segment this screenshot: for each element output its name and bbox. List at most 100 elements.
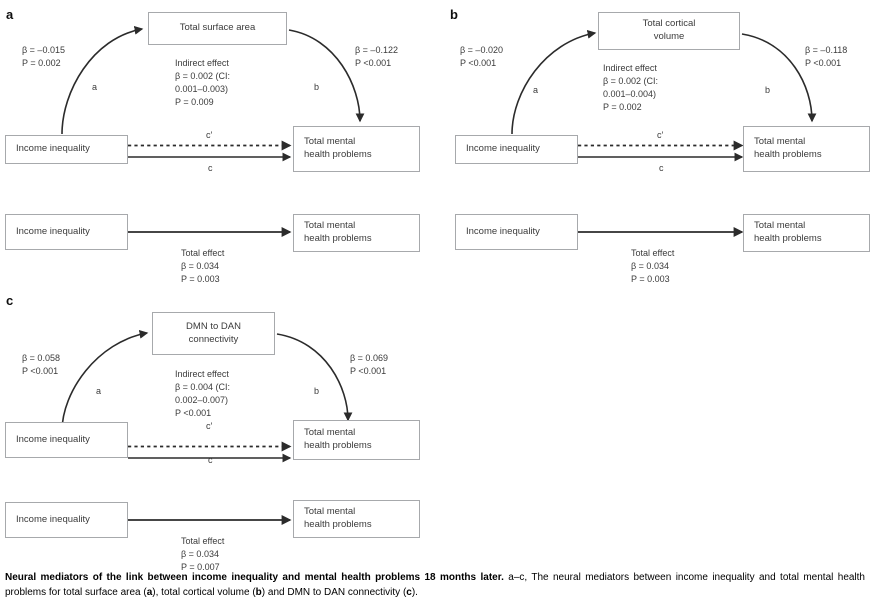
- figure-caption: Neural mediators of the link between inc…: [5, 571, 865, 600]
- panel-c-indirect-effect: Indirect effect β = 0.004 (CI: 0.002–0.007…: [175, 368, 290, 420]
- panel-c-lower-outcome-label: Total mental health problems: [304, 506, 372, 530]
- panel-b: b Total cortical volume Income inequalit…: [435, 0, 870, 290]
- panel-b-path-a-beta: β = –0.020: [460, 45, 503, 55]
- panel-a-indirect-effect: Indirect effect β = 0.002 (CI: 0.001–0.003…: [175, 57, 290, 109]
- panel-c-path-a-stats: β = 0.058 P <0.001: [22, 352, 102, 378]
- panel-b-path-a-label: a: [533, 85, 539, 95]
- panel-b-path-c-label: c: [659, 163, 664, 173]
- panel-b-total-title: Total effect: [631, 248, 675, 258]
- panel-c-indirect-beta-2: 0.002–0.007): [175, 395, 229, 406]
- panel-a-total-effect-stats: Total effect β = 0.034 P = 0.003: [181, 247, 291, 286]
- panel-b-indirect-effect: Indirect effect β = 0.002 (CI: 0.001–0.004…: [603, 62, 721, 114]
- panel-c-indirect-beta-1: β = 0.004 (CI:: [175, 382, 230, 393]
- panel-b-path-b-stats: β = –0.118 P <0.001: [805, 44, 870, 70]
- panel-a-mediator-box: Total surface area: [148, 12, 287, 45]
- panel-c: c DMN to DAN connectivity Income inequal…: [0, 290, 435, 572]
- panel-c-total-p: P = 0.007: [181, 562, 220, 573]
- panel-a-predictor-label: Income inequality: [16, 143, 90, 155]
- panel-c-predictor-label: Income inequality: [16, 433, 90, 445]
- panel-c-path-a-beta: β = 0.058: [22, 353, 60, 363]
- caption-bold-lead: Neural mediators of the link between inc…: [5, 572, 504, 583]
- panel-c-total-beta: β = 0.034: [181, 549, 219, 560]
- panel-b-total-effect-stats: Total effect β = 0.034 P = 0.003: [631, 247, 741, 286]
- panel-a-total-title: Total effect: [181, 248, 225, 258]
- panel-b-predictor-label: Income inequality: [466, 143, 540, 155]
- panel-b-indirect-p: P = 0.002: [603, 102, 642, 113]
- panel-a-path-c-label: c: [208, 163, 213, 173]
- caption-text-2: ), total cortical volume (: [152, 586, 256, 598]
- panel-a-mediator-label: Total surface area: [179, 22, 256, 34]
- panel-c-path-c-label: c: [208, 455, 213, 465]
- panel-a-path-a-p: P = 0.002: [22, 58, 61, 69]
- panel-a-outcome-box: Total mental health problems: [293, 126, 420, 172]
- panel-a-path-b-beta: β = –0.122: [355, 45, 398, 55]
- panel-c-lower-predictor-box: Income inequality: [5, 502, 128, 538]
- panel-b-path-b-label: b: [765, 85, 771, 95]
- panel-a-lower-outcome-label: Total mental health problems: [304, 220, 372, 244]
- panel-a-outcome-label: Total mental health problems: [304, 136, 372, 160]
- panel-a: a Total surface area Income inequality T…: [0, 0, 435, 290]
- panel-c-path-b-label: b: [314, 386, 320, 396]
- panel-c-lower-outcome-box: Total mental health problems: [293, 500, 420, 538]
- panel-b-indirect-beta-1: β = 0.002 (CI:: [603, 76, 658, 87]
- panel-b-path-a-stats: β = –0.020 P <0.001: [460, 44, 545, 70]
- panel-c-path-b-p: P <0.001: [350, 366, 387, 377]
- panel-a-path-b-label: b: [314, 82, 320, 92]
- panel-a-path-a-stats: β = –0.015 P = 0.002: [22, 44, 102, 70]
- caption-ref-c: c: [406, 586, 412, 598]
- panel-c-path-a-label: a: [96, 386, 102, 396]
- panel-b-indirect-beta-2: 0.001–0.004): [603, 89, 657, 100]
- panel-a-lower-outcome-box: Total mental health problems: [293, 214, 420, 252]
- panel-c-path-b-beta: β = 0.069: [350, 353, 388, 363]
- panel-a-indirect-beta-1: β = 0.002 (CI:: [175, 71, 230, 82]
- panel-c-outcome-label: Total mental health problems: [304, 427, 372, 451]
- panel-a-path-a-beta: β = –0.015: [22, 45, 65, 55]
- panel-a-lower-predictor-box: Income inequality: [5, 214, 128, 250]
- panel-a-indirect-beta-2: 0.001–0.003): [175, 84, 229, 95]
- panel-b-outcome-label: Total mental health problems: [754, 136, 822, 160]
- caption-text-3: ) and DMN to DAN connectivity (: [261, 586, 407, 598]
- panel-a-indirect-p: P = 0.009: [175, 97, 214, 108]
- panel-b-lower-outcome-box: Total mental health problems: [743, 214, 870, 252]
- panel-b-letter: b: [450, 7, 458, 22]
- panel-b-path-b-beta: β = –0.118: [805, 45, 848, 55]
- panel-b-mediator-box: Total cortical volume: [598, 12, 740, 50]
- panel-a-letter: a: [6, 7, 14, 22]
- panel-c-total-title: Total effect: [181, 536, 225, 546]
- panel-b-outcome-box: Total mental health problems: [743, 126, 870, 172]
- panel-a-path-cprime-label: c′: [206, 130, 213, 140]
- panel-c-indirect-p: P <0.001: [175, 408, 212, 419]
- panel-c-path-a-p: P <0.001: [22, 366, 59, 377]
- panel-c-outcome-box: Total mental health problems: [293, 420, 420, 460]
- panel-a-predictor-box: Income inequality: [5, 135, 128, 164]
- panel-b-path-b-p: P <0.001: [805, 58, 842, 69]
- caption-ref-a: a: [146, 586, 153, 598]
- panel-b-total-p: P = 0.003: [631, 274, 670, 285]
- panel-a-path-b-stats: β = –0.122 P <0.001: [355, 44, 435, 70]
- panel-c-mediator-box: DMN to DAN connectivity: [152, 312, 275, 355]
- panel-a-indirect-title: Indirect effect: [175, 58, 229, 68]
- panel-c-predictor-box: Income inequality: [5, 422, 128, 458]
- panel-c-mediator-label: DMN to DAN connectivity: [186, 320, 241, 345]
- panel-c-total-effect-stats: Total effect β = 0.034 P = 0.007: [181, 535, 291, 574]
- panel-a-path-b-p: P <0.001: [355, 58, 392, 69]
- panel-b-lower-predictor-box: Income inequality: [455, 214, 578, 250]
- panel-a-lower-predictor-label: Income inequality: [16, 225, 90, 237]
- panel-c-path-cprime-label: c′: [206, 421, 213, 431]
- panel-b-total-beta: β = 0.034: [631, 261, 669, 272]
- panel-a-total-beta: β = 0.034: [181, 261, 219, 272]
- panel-b-lower-outcome-label: Total mental health problems: [754, 220, 822, 244]
- panel-b-lower-predictor-label: Income inequality: [466, 225, 540, 237]
- caption-ref-b: b: [255, 586, 262, 598]
- panel-c-lower-predictor-label: Income inequality: [16, 513, 90, 525]
- panel-a-total-p: P = 0.003: [181, 274, 220, 285]
- panel-a-path-a-label: a: [92, 82, 98, 92]
- panel-b-path-a-p: P <0.001: [460, 58, 497, 69]
- caption-text-1: a–c, The neural mediators between income…: [5, 572, 865, 598]
- panel-c-path-b-stats: β = 0.069 P <0.001: [350, 352, 430, 378]
- panel-c-letter: c: [6, 293, 14, 308]
- panel-b-indirect-title: Indirect effect: [603, 63, 657, 73]
- caption-text-4: ).: [411, 586, 418, 598]
- panel-c-indirect-title: Indirect effect: [175, 369, 229, 379]
